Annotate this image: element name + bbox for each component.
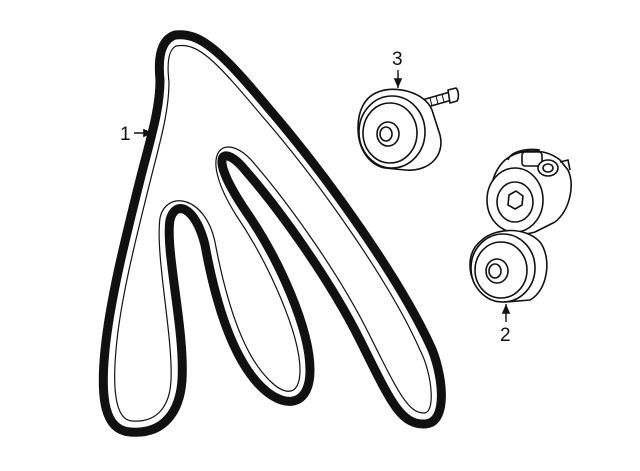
serpentine-belt [98,30,446,437]
callout-2-label: 2 [500,325,511,346]
callout-1-label: 1 [120,124,131,145]
callout-3: 3 [392,49,403,88]
belt-tensioner [469,148,572,303]
callout-1: 1 [120,124,153,145]
idler-pulley [357,87,460,171]
callout-3-label: 3 [392,49,403,70]
callout-2: 2 [500,304,511,346]
